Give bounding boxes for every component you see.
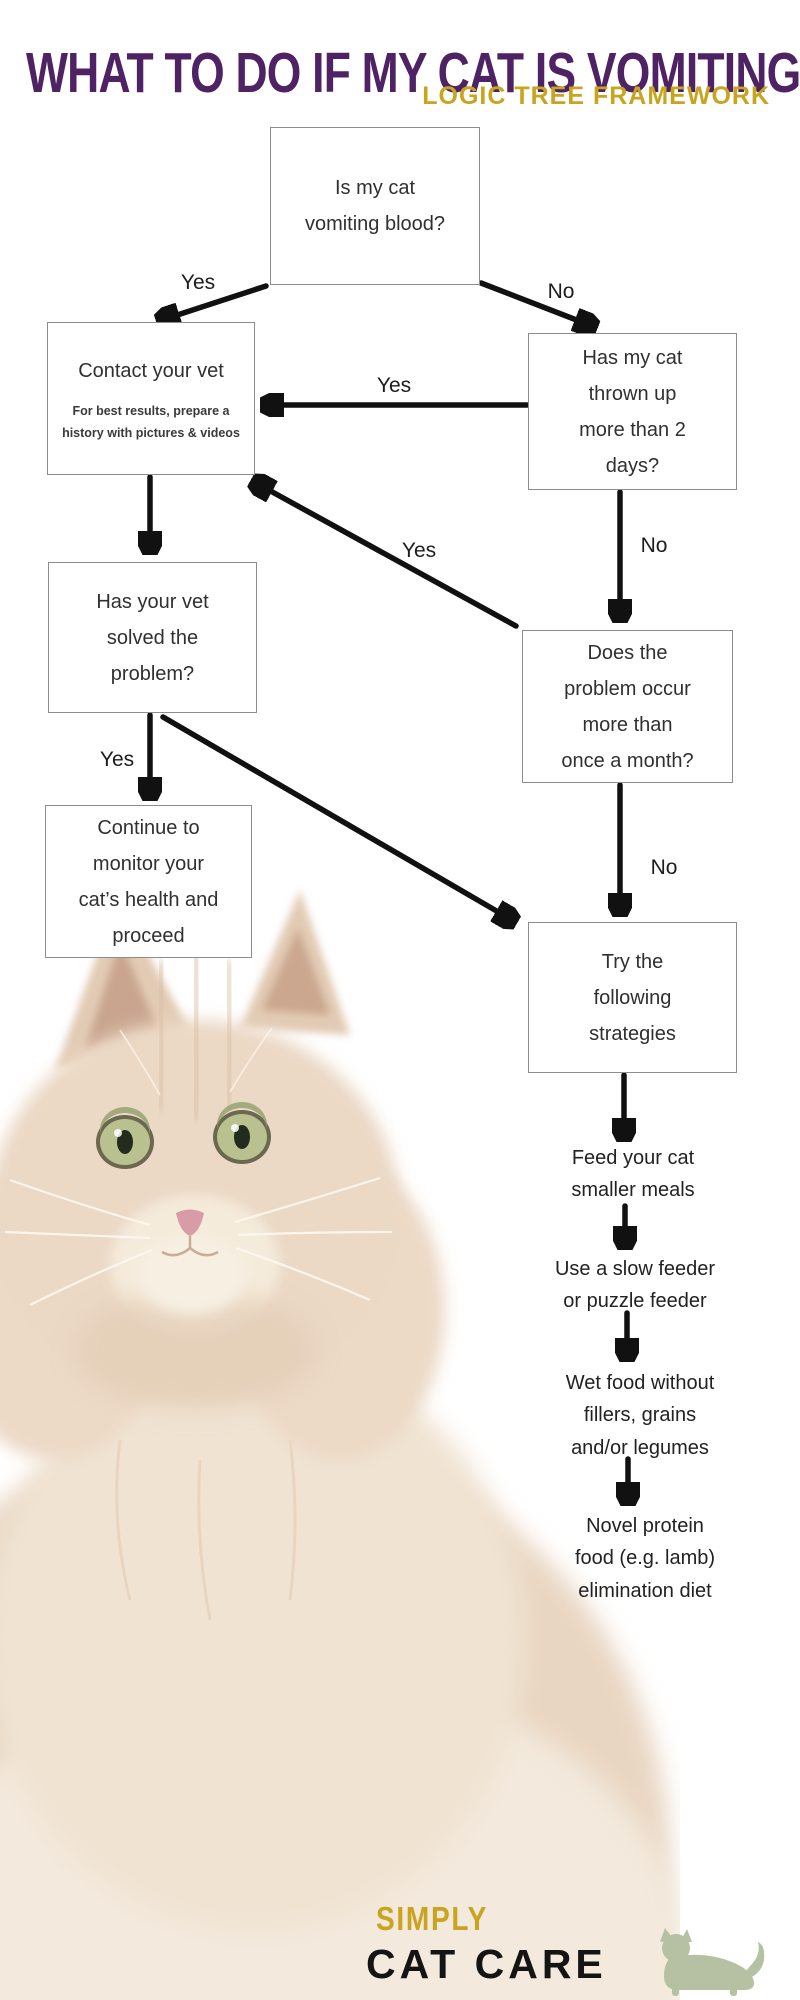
node-monthly: Does the problem occur more than once a … bbox=[522, 630, 733, 783]
node-monthly-text: Does the problem occur more than once a … bbox=[561, 641, 694, 772]
strategy-step-3: Wet food without fillers, grains and/or … bbox=[565, 1372, 715, 1459]
page-title: WHAT TO DO IF MY CAT IS VOMITING? bbox=[26, 41, 800, 105]
node-contact-vet-text: Contact your vet bbox=[78, 360, 224, 383]
edge-label-blood-yes: Yes bbox=[180, 271, 216, 294]
brand-cat-care: CAT CARE bbox=[366, 1941, 607, 1987]
node-two-days-text: Has my cat thrown up more than 2 days? bbox=[579, 346, 686, 477]
node-vet-solved-text: Has your vet solved the problem? bbox=[96, 590, 209, 685]
node-strategies: Try the following strategies bbox=[528, 922, 737, 1073]
node-contact-vet: Contact your vet For best results, prepa… bbox=[47, 322, 255, 475]
strategy-step-1: Feed your cat smaller meals bbox=[571, 1147, 695, 1202]
edge-label-blood-no: No bbox=[547, 280, 575, 303]
cat-nose-mouth bbox=[161, 1209, 219, 1257]
node-vomiting-blood: Is my cat vomiting blood? bbox=[270, 127, 480, 285]
cat-silhouette-icon bbox=[660, 1928, 765, 1996]
arrow-blood-no bbox=[478, 280, 592, 326]
node-monitor-text: Continue to monitor your cat’s health an… bbox=[78, 816, 219, 947]
node-vet-solved: Has your vet solved the problem? bbox=[48, 562, 257, 713]
cat-eyes bbox=[96, 1102, 271, 1169]
arrow-monthly-yes bbox=[256, 483, 519, 629]
edge-label-two-days-no: No bbox=[640, 534, 668, 557]
edge-label-monthly-yes: Yes bbox=[401, 539, 437, 562]
edge-label-vet-solved-yes: Yes bbox=[99, 748, 135, 771]
cat-whiskers bbox=[4, 1027, 393, 1306]
node-two-days: Has my cat thrown up more than 2 days? bbox=[528, 333, 737, 490]
cat-head bbox=[0, 890, 445, 1460]
cat-ear-right bbox=[240, 890, 350, 1035]
edge-label-monthly-no: No bbox=[650, 856, 678, 879]
brand-simply: SIMPLY bbox=[376, 1900, 489, 1937]
node-monitor: Continue to monitor your cat’s health an… bbox=[45, 805, 252, 958]
page-subtitle: LOGIC TREE FRAMEWORK bbox=[422, 82, 770, 110]
strategy-step-4: Novel protein food (e.g. lamb) eliminati… bbox=[574, 1515, 716, 1602]
node-vomiting-blood-text: Is my cat vomiting blood? bbox=[304, 177, 446, 235]
strategy-step-2: Use a slow feeder or puzzle feeder bbox=[554, 1258, 716, 1313]
edge-label-two-days-yes: Yes bbox=[376, 374, 412, 397]
node-contact-vet-subtext: For best results, prepare a history with… bbox=[62, 404, 240, 440]
node-strategies-text: Try the following strategies bbox=[589, 950, 676, 1045]
